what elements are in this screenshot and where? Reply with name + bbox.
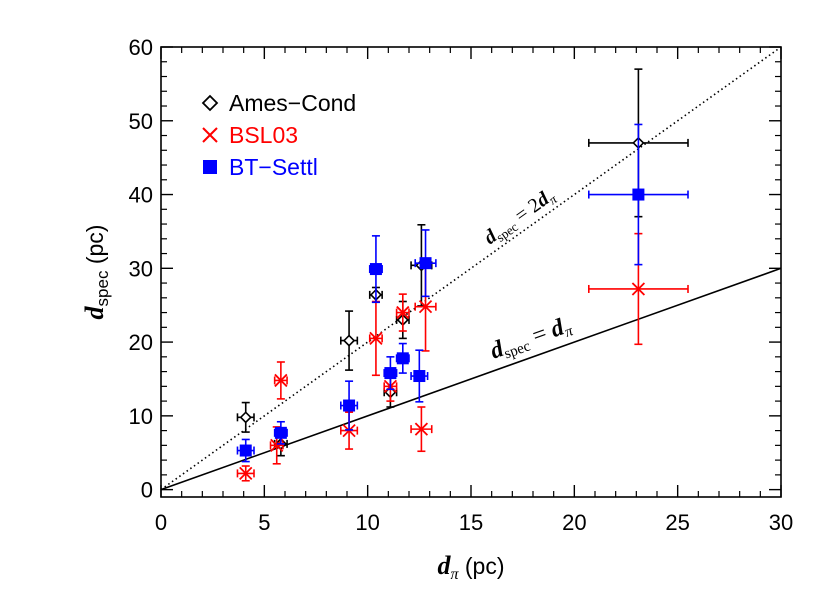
legend-marker-diamond (201, 94, 219, 112)
x-tick-label: 25 (665, 510, 689, 535)
data-point-x (239, 466, 253, 481)
series-diamond (236, 68, 689, 457)
y-label-sub: spec (93, 270, 112, 306)
reference-line-solid (161, 267, 781, 491)
y-tick-label: 50 (129, 109, 153, 134)
data-point-square (239, 444, 252, 457)
y-axis-label-text: dspec (pc) (80, 225, 112, 320)
y-label-main: d (80, 305, 109, 319)
data-point-square (369, 263, 382, 276)
data-point-square (413, 370, 426, 383)
x-label-sub: π (450, 566, 459, 583)
data-point-diamond (342, 334, 356, 347)
y-tick-label: 60 (129, 35, 153, 60)
data-point-square (384, 367, 397, 380)
legend-marker-x (202, 127, 218, 143)
x-label-main: d (437, 551, 451, 580)
y-tick-label: 40 (129, 183, 153, 208)
reference-line-label-text: dspec = 2dπ (480, 184, 560, 251)
y-tick-label: 0 (141, 478, 153, 503)
legend-label: Ames−Cond (229, 90, 356, 116)
x-tick-label: 15 (459, 510, 483, 535)
data-point-x (418, 300, 433, 314)
legend-marker-square (203, 160, 217, 174)
data-point-x (274, 373, 288, 388)
y-tick-label: 10 (129, 404, 153, 429)
reference-line-label-dotted: dspec = 2dπ (480, 184, 560, 251)
x-axis-label: dπ (pc) (437, 551, 504, 583)
data-point-square (274, 426, 287, 439)
data-point-square (343, 399, 356, 412)
data-point-x (414, 422, 429, 436)
series-square (236, 123, 689, 463)
data-point-square (396, 352, 409, 365)
data-point-x (631, 282, 646, 296)
x-tick-label: 20 (562, 510, 586, 535)
x-label-unit: (pc) (459, 553, 505, 579)
data-point-diamond (239, 411, 252, 424)
reference-line-dotted (161, 47, 781, 491)
data-point-x (369, 331, 383, 346)
data-point-square (632, 188, 645, 201)
x-tick-label: 30 (769, 510, 793, 535)
y-tick-label: 30 (129, 256, 153, 281)
x-tick-label: 5 (258, 510, 270, 535)
data-point-square (419, 257, 432, 270)
y-tick-label: 20 (129, 330, 153, 355)
legend-label: BSL03 (229, 122, 298, 148)
y-axis-label: dspec (pc) (80, 225, 112, 320)
x-tick-label: 10 (355, 510, 379, 535)
legend-label: BT−Settl (229, 154, 318, 180)
y-label-unit: (pc) (82, 225, 108, 271)
x-tick-label: 0 (155, 510, 167, 535)
series-x (236, 232, 689, 482)
data-point-x (396, 305, 410, 320)
